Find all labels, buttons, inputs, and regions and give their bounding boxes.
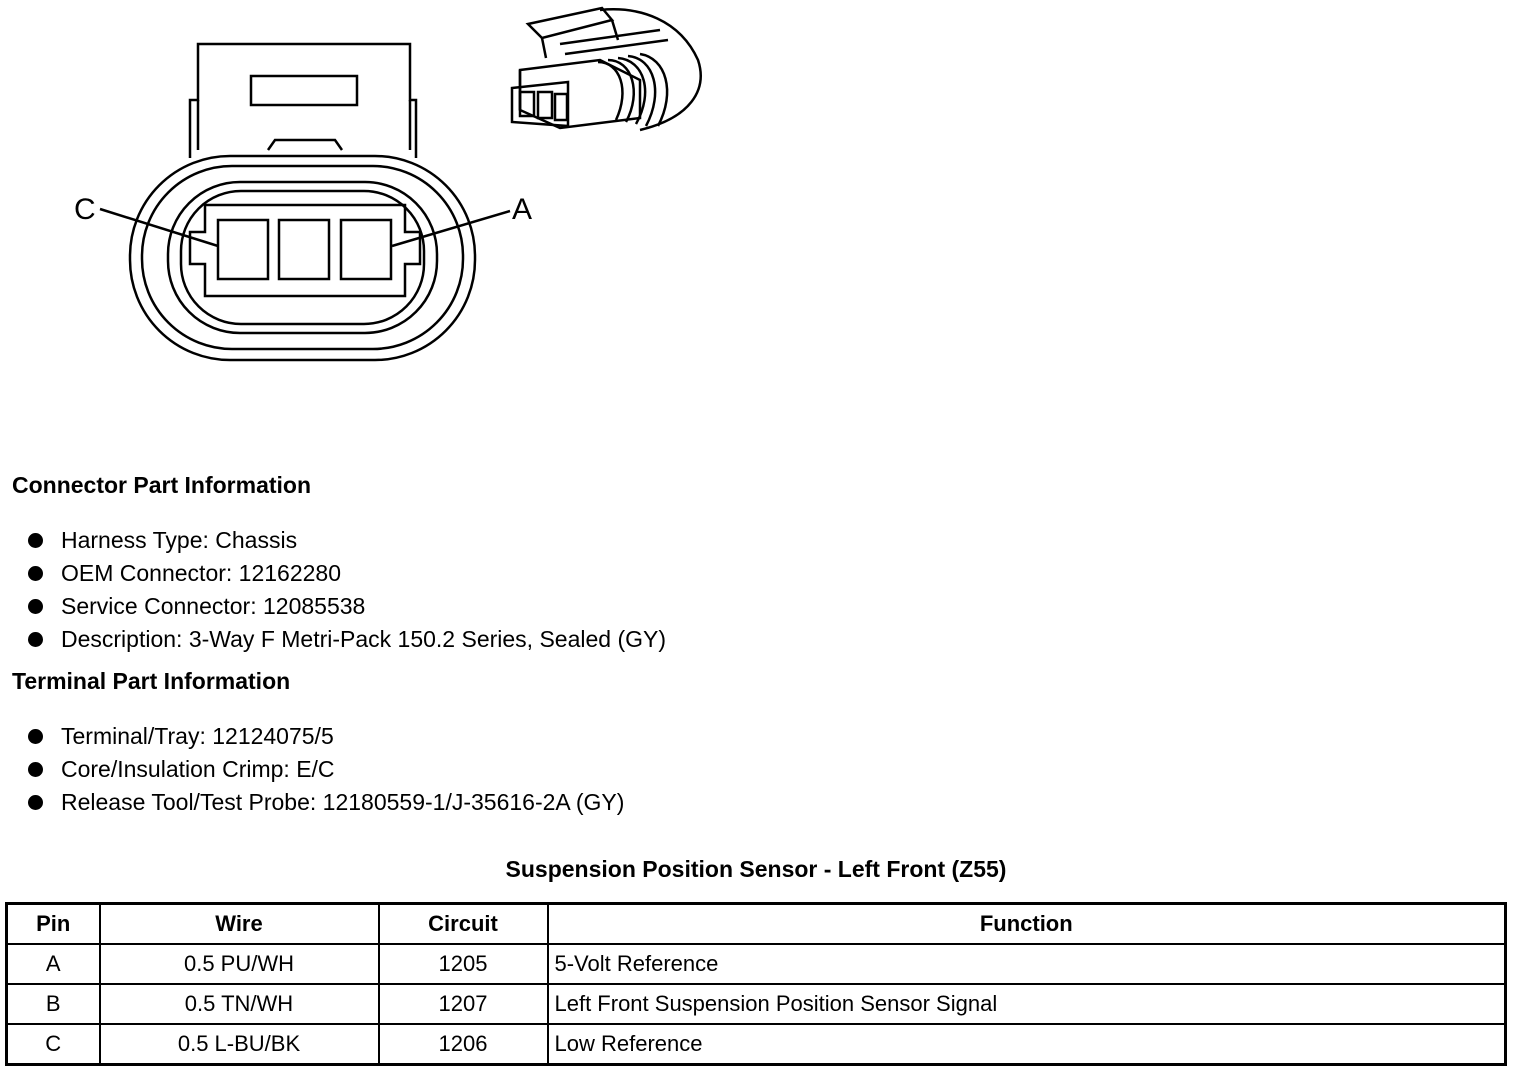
list-item: Service Connector: 12085538 (28, 590, 666, 623)
connector-info-list: Harness Type: Chassis OEM Connector: 121… (28, 524, 666, 656)
cell-function: 5-Volt Reference (546, 943, 1507, 985)
table-row: C 0.5 L-BU/BK 1206 Low Reference (5, 1023, 1507, 1066)
terminal-info-list: Terminal/Tray: 12124075/5 Core/Insulatio… (28, 720, 624, 819)
list-item: Terminal/Tray: 12124075/5 (28, 720, 624, 753)
bullet-icon (28, 762, 43, 777)
list-item: Core/Insulation Crimp: E/C (28, 753, 624, 786)
table-title: Suspension Position Sensor - Left Front … (505, 856, 1007, 882)
list-item: Release Tool/Test Probe: 12180559-1/J-35… (28, 786, 624, 819)
header-pin: Pin (5, 902, 101, 945)
cell-circuit: 1206 (377, 1023, 549, 1066)
cell-pin: C (5, 1023, 101, 1066)
cell-wire: 0.5 TN/WH (98, 983, 380, 1025)
header-function: Function (546, 902, 1507, 945)
cell-circuit: 1207 (377, 983, 549, 1025)
cell-function: Left Front Suspension Position Sensor Si… (546, 983, 1507, 1025)
bullet-icon (28, 729, 43, 744)
header-circuit: Circuit (377, 902, 549, 945)
connector-info-heading: Connector Part Information (12, 472, 312, 498)
bullet-icon (28, 566, 43, 581)
table-header-row: Pin Wire Circuit Function (5, 902, 1507, 945)
bullet-icon (28, 599, 43, 614)
table-row: B 0.5 TN/WH 1207 Left Front Suspension P… (5, 983, 1507, 1025)
bullet-icon (28, 795, 43, 810)
cell-wire: 0.5 PU/WH (98, 943, 380, 985)
bullet-icon (28, 632, 43, 647)
cell-wire: 0.5 L-BU/BK (98, 1023, 380, 1066)
connector-diagram: C A (74, 6, 702, 362)
callout-a-label: A (512, 193, 532, 226)
cell-circuit: 1205 (377, 943, 549, 985)
callout-c-label: C (74, 193, 96, 226)
pinout-table: Pin Wire Circuit Function A 0.5 PU/WH 12… (5, 902, 1507, 1066)
cell-pin: A (5, 943, 101, 985)
bullet-icon (28, 533, 43, 548)
connector-3d-illustration (510, 6, 702, 132)
header-wire: Wire (98, 902, 380, 945)
list-item: Harness Type: Chassis (28, 524, 666, 557)
terminal-info-heading: Terminal Part Information (12, 668, 291, 694)
cell-function: Low Reference (546, 1023, 1507, 1066)
cell-pin: B (5, 983, 101, 1025)
list-item: OEM Connector: 12162280 (28, 557, 666, 590)
list-item: Description: 3-Way F Metri-Pack 150.2 Se… (28, 623, 666, 656)
table-row: A 0.5 PU/WH 1205 5-Volt Reference (5, 943, 1507, 985)
